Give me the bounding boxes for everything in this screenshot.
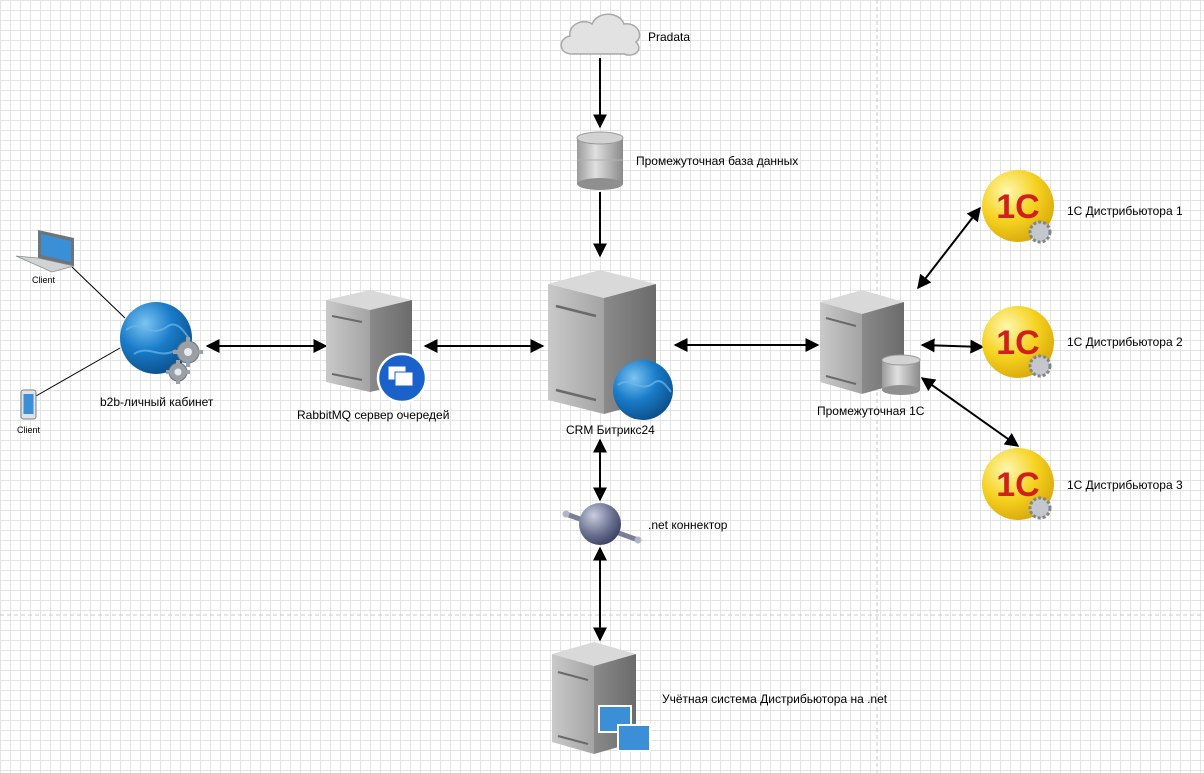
edge-1c-distributor2 [920,338,985,354]
globe-gears-icon[interactable] [120,302,203,384]
b2b-cabinet-label: b2b-личный кабинет [100,395,214,409]
distributor-1c-1-label: 1С Дистрибьютора 1 [1067,204,1183,218]
intermediate-db-label: Промежуточная база данных [636,154,799,168]
client-phone-label: Client [17,425,41,435]
database-cylinder-icon[interactable] [576,131,624,190]
distributor-1c-3-label: 1С Дистрибьютора 3 [1067,478,1183,492]
svg-text:1С: 1С [996,188,1039,226]
cloud-icon[interactable] [560,13,641,56]
net-connector-label: .net коннектор [648,518,728,532]
crm-label: CRM Битрикс24 [566,423,655,437]
distributor-1c-2-label: 1С Дистрибьютора 2 [1067,335,1183,349]
edge-laptop-b2b [71,266,126,319]
1c-logo-icon[interactable]: 1С [982,448,1054,520]
1c-logo-icon[interactable]: 1С [982,306,1054,378]
edge-1c-distributor1 [917,206,981,290]
intermediate-1c-label: Промежуточная 1С [817,404,925,418]
edge-1c-distributor3 [920,377,1020,447]
1c-logo-icon[interactable]: 1С [982,170,1054,244]
server-database-icon[interactable] [820,290,921,395]
server-queue-icon[interactable] [326,290,428,404]
dotnet-accounting-label: Учётная система Дистрибьютора на .net [662,692,888,706]
rabbitmq-label: RabbitMQ сервер очередей [297,408,450,422]
edge-phone-b2b [35,347,121,397]
client-links [35,266,126,397]
pradata-label: Pradata [648,30,691,44]
connections [205,58,1020,642]
smartphone-icon[interactable] [20,389,37,420]
connector-sphere-icon[interactable] [562,503,642,545]
client-laptop-label: Client [32,275,56,285]
svg-text:1С: 1С [996,324,1039,362]
server-windows-icon[interactable] [552,642,651,754]
svg-text:1С: 1С [996,466,1039,504]
server-globe-icon[interactable] [548,270,673,420]
laptop-icon[interactable] [15,230,75,273]
